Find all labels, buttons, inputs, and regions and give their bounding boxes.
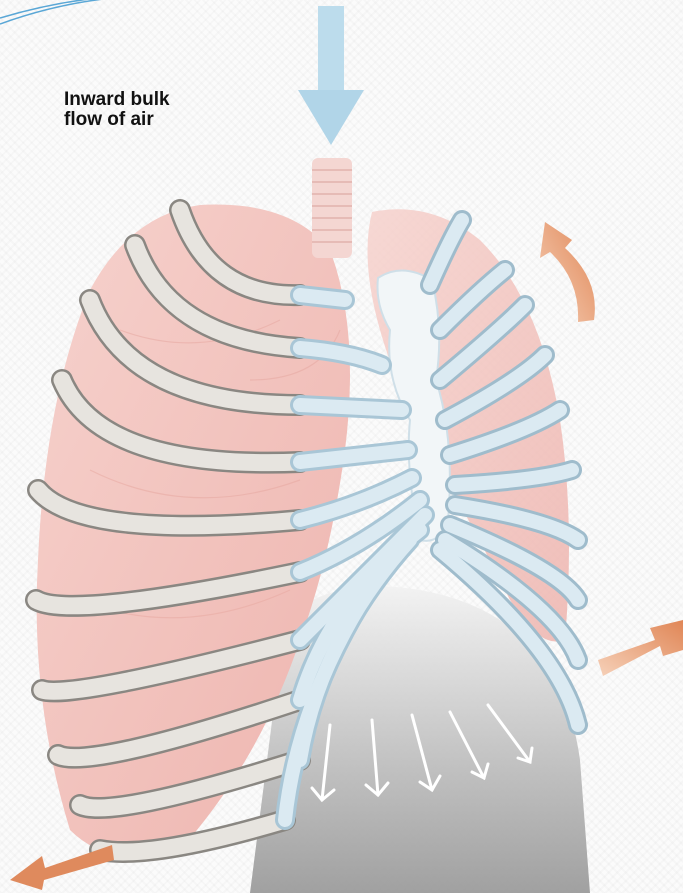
rib-motion-arrow-icon-bottom-left [10, 845, 114, 890]
trachea [312, 158, 352, 258]
rib-motion-arrow-icon-right [598, 620, 683, 676]
corner-decoration [0, 0, 120, 24]
rib-motion-curved-arrow-icon-top [540, 222, 595, 322]
air-inflow-arrow-icon [298, 6, 364, 145]
airflow-label: Inward bulk flow of air [64, 90, 234, 130]
